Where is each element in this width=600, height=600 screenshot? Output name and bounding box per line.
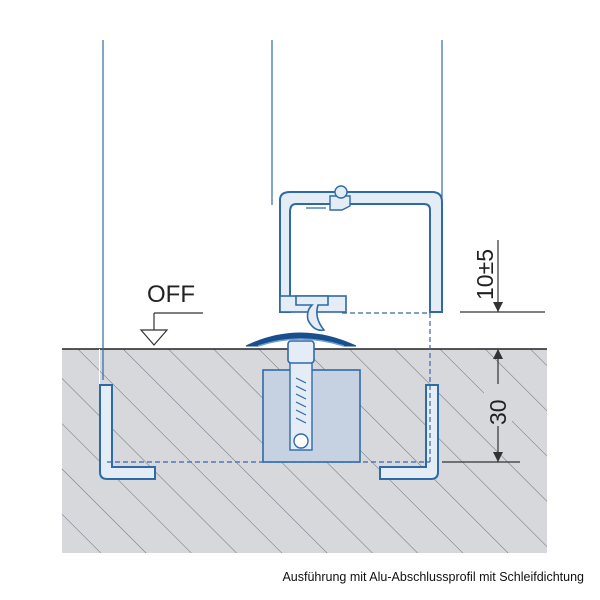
left-anchor-bracket: [99, 384, 156, 480]
right-anchor-bracket: [379, 384, 439, 480]
dimension-depth: 30: [442, 348, 520, 463]
floor-level-symbol: OFF: [139, 281, 203, 346]
dim-depth-label: 30: [485, 399, 511, 425]
dimension-gap: 10±5: [460, 240, 545, 313]
door-bottom-profile: [279, 185, 443, 313]
channel-block: [262, 357, 361, 463]
off-label: OFF: [147, 281, 195, 308]
seal-dashed-lines: [342, 312, 431, 462]
dim-gap-label: 10±5: [472, 249, 498, 300]
threshold-cap-profile: [245, 332, 357, 364]
figure-caption: Ausführung mit Alu-Abschlussprofil mit S…: [282, 570, 584, 584]
door-leaf-lines: [102, 40, 443, 380]
drop-seal: [295, 295, 329, 332]
